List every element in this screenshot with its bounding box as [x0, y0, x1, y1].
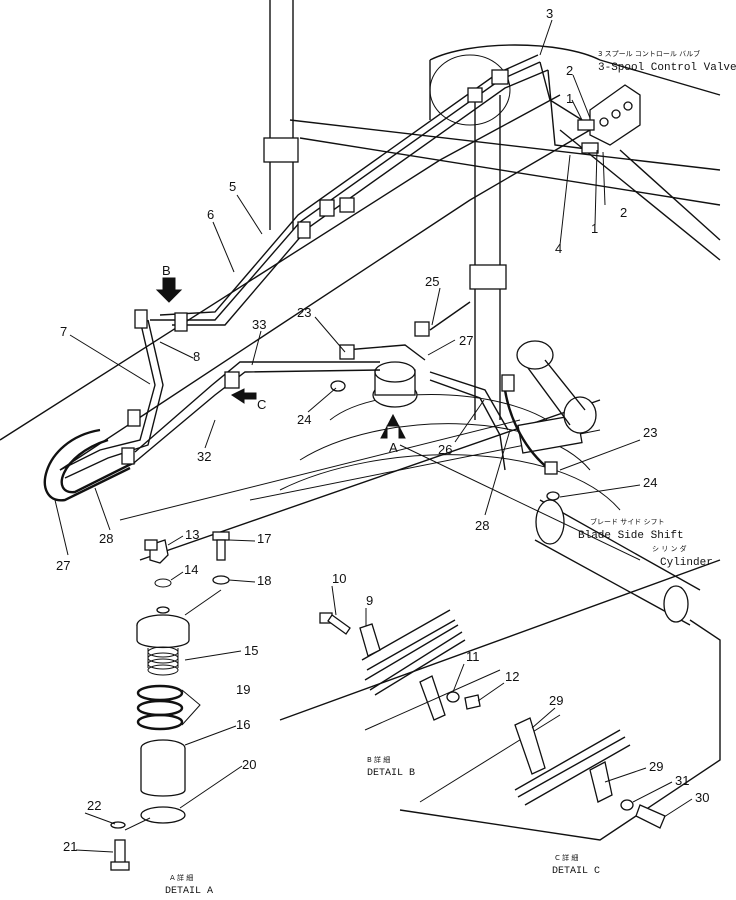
callout-28-right: 28 [475, 518, 489, 533]
callout-22: 22 [87, 798, 101, 813]
view-arrow-a [380, 413, 406, 439]
detail-b-caption-en: DETAIL B [367, 768, 415, 779]
callout-27-left: 27 [56, 558, 70, 573]
callout-32: 32 [197, 449, 211, 464]
callout-16: 16 [236, 717, 250, 732]
callout-30: 30 [695, 790, 709, 805]
hydraulic-pipes [43, 54, 596, 502]
callout-11: 11 [466, 649, 480, 664]
fittings [121, 69, 641, 501]
callout-5: 5 [229, 179, 236, 194]
callout-numbers: 3 2 1 2 1 4 5 6 7 8 33 23 25 27 24 26 32… [56, 6, 709, 854]
callout-1-bottom: 1 [591, 221, 598, 236]
valve-label-en: 3-Spool Control Valve [598, 62, 736, 74]
callout-1-top: 1 [566, 91, 573, 106]
callout-33: 33 [252, 317, 266, 332]
callout-27-right: 27 [459, 333, 473, 348]
cylinder-label-en: Cylinder [660, 557, 713, 569]
callout-15: 15 [244, 643, 258, 658]
callout-24-right: 24 [643, 475, 657, 490]
callout-20: 20 [242, 757, 256, 772]
callout-4: 4 [555, 241, 562, 256]
view-arrow-c [231, 388, 257, 404]
callout-10: 10 [332, 571, 346, 586]
view-label-b: B [162, 263, 171, 278]
callout-23-left: 23 [297, 305, 311, 320]
detail-c-caption-jp: C 詳 細 [555, 853, 578, 862]
callout-6: 6 [207, 207, 214, 222]
detail-a-caption-jp: A 詳 細 [170, 873, 193, 882]
callout-31: 31 [675, 773, 689, 788]
callout-29-bottom: 29 [649, 759, 663, 774]
detail-captions: B 詳 細 DETAIL B A 詳 細 DETAIL A C 詳 細 DETA… [165, 755, 600, 897]
view-letters: B C A [162, 263, 398, 455]
view-arrow-b [155, 277, 183, 303]
callout-8: 8 [193, 349, 200, 364]
detail-b [319, 609, 561, 803]
detail-c-caption-en: DETAIL C [552, 866, 600, 877]
leader-lines [54, 19, 641, 561]
valve-label-jp: 3 スプール コントロール バルブ [598, 49, 700, 58]
callout-2-top: 2 [566, 63, 573, 78]
callout-9: 9 [366, 593, 373, 608]
callout-19: 19 [236, 682, 250, 697]
detail-b-caption-jp: B 詳 細 [367, 755, 390, 764]
detail-a-caption-en: DETAIL A [165, 886, 213, 897]
callout-14: 14 [184, 562, 198, 577]
callout-23-right: 23 [643, 425, 657, 440]
frame-structure [0, 0, 721, 841]
callout-3: 3 [546, 6, 553, 21]
blade-label-jp: ブレード サイド シフト [590, 517, 664, 526]
callout-18: 18 [257, 573, 271, 588]
callout-7: 7 [60, 324, 67, 339]
callout-29-top: 29 [549, 693, 563, 708]
view-label-c: C [257, 397, 266, 412]
callout-26: 26 [438, 442, 452, 457]
detail-a [110, 531, 230, 871]
cylinder-label-jp: シ リ ン ダ [652, 544, 687, 553]
view-arrows [155, 277, 406, 439]
callout-13: 13 [185, 527, 199, 542]
view-label-a: A [389, 440, 398, 455]
callout-24-left: 24 [297, 412, 311, 427]
component-labels: 3 スプール コントロール バルブ 3-Spool Control Valve … [578, 49, 736, 569]
callout-28-left: 28 [99, 531, 113, 546]
callout-12: 12 [505, 669, 519, 684]
callout-2-bottom: 2 [620, 205, 627, 220]
callout-21: 21 [63, 839, 77, 854]
callout-17: 17 [257, 531, 271, 546]
callout-25: 25 [425, 274, 439, 289]
detail-c [514, 717, 666, 829]
blade-label-en: Blade Side Shift [578, 530, 684, 542]
